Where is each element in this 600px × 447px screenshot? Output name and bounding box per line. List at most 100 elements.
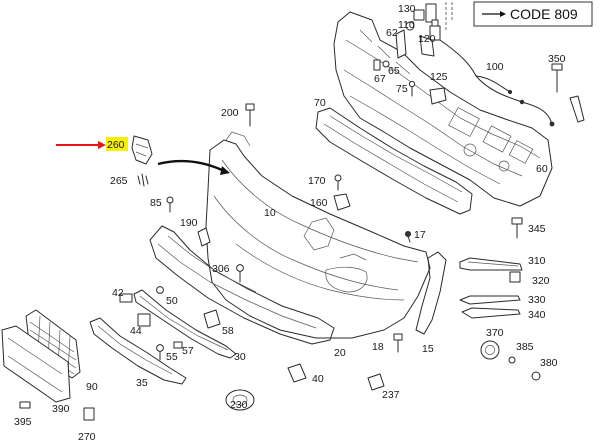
- callout-380: 380: [540, 357, 558, 369]
- part-10-bumper-cover: [205, 131, 431, 339]
- callout-265: 265: [110, 175, 128, 187]
- callout-340: 340: [528, 309, 546, 321]
- callout-170: 170: [308, 175, 326, 187]
- callout-120: 120: [418, 33, 436, 45]
- part-330-strip: [459, 295, 521, 305]
- part-20-lower-spoiler: [149, 225, 335, 345]
- part-200-screw: [245, 103, 255, 127]
- part-320-clip: [509, 271, 521, 283]
- part-44-nut: [137, 313, 151, 327]
- callout-345: 345: [528, 223, 546, 235]
- part-70-impact-bar: [315, 107, 473, 215]
- part-62-bracket: [395, 29, 407, 59]
- pointer-to-bumper: [157, 159, 223, 172]
- callout-320: 320: [532, 275, 550, 287]
- callout-labels: 130 110 62 120 65 125 67 75 100 350 70 6…: [14, 3, 566, 443]
- part-58-holder: [203, 309, 221, 329]
- callout-57: 57: [182, 345, 194, 357]
- code-label: CODE 809: [510, 6, 578, 22]
- callout-310: 310: [528, 255, 546, 267]
- part-160-clip: [333, 193, 351, 211]
- part-110-sensor: [429, 19, 441, 41]
- part-270-clip: [83, 407, 95, 421]
- callout-100: 100: [486, 61, 504, 73]
- code-809-box: CODE 809: [473, 1, 593, 27]
- part-50-plug: [156, 286, 164, 294]
- callout-306: 306: [212, 263, 230, 275]
- callout-40: 40: [312, 373, 324, 385]
- callout-70: 70: [314, 97, 326, 109]
- part-85-bolt: [166, 196, 174, 213]
- part-380-holder: [531, 371, 541, 381]
- part-395-bolt: [19, 401, 31, 409]
- part-190-bracket: [197, 227, 211, 247]
- callout-125: 125: [430, 71, 448, 83]
- part-65-clip: [373, 59, 381, 71]
- part-55-screw: [156, 344, 164, 361]
- part-35-lower-frame: [89, 317, 187, 385]
- callout-370: 370: [486, 327, 504, 339]
- callout-390: 390: [52, 403, 70, 415]
- part-260-bracket: [56, 135, 153, 165]
- callout-385: 385: [516, 341, 534, 353]
- part-60-carrier: [333, 11, 553, 207]
- callout-10: 10: [264, 207, 276, 219]
- part-306-screw: [236, 264, 244, 283]
- callout-67: 67: [374, 73, 386, 85]
- callout-270: 270: [78, 431, 96, 443]
- callout-42: 42: [112, 287, 124, 299]
- part-18-screw: [393, 333, 403, 353]
- part-120-sensor-holder: [419, 35, 435, 57]
- part-75-screw: [408, 80, 416, 97]
- part-340-strip: [461, 307, 521, 319]
- part-15-side-strip: [415, 251, 447, 335]
- part-345-fastener: [511, 217, 523, 239]
- callout-237: 237: [382, 389, 400, 401]
- part-90-plate: [1, 325, 71, 403]
- callout-55: 55: [166, 351, 178, 363]
- code-region-marker: [445, 2, 453, 30]
- callout-30: 30: [234, 351, 246, 363]
- callout-15: 15: [422, 343, 434, 355]
- callout-260: 260: [107, 139, 125, 151]
- callout-62: 62: [386, 27, 398, 39]
- callout-65: 65: [388, 65, 400, 77]
- callout-60: 60: [536, 163, 548, 175]
- callout-20: 20: [334, 347, 346, 359]
- callout-160: 160: [310, 197, 328, 209]
- callout-75: 75: [396, 83, 408, 95]
- part-130-sensor: [405, 3, 437, 31]
- callout-44: 44: [130, 325, 142, 337]
- part-385-nut: [508, 356, 516, 364]
- part-67-screw: [382, 60, 390, 68]
- callout-110: 110: [398, 19, 415, 31]
- part-125-sensor: [429, 87, 447, 105]
- part-370-foglight: [480, 340, 500, 360]
- callout-330: 330: [528, 294, 546, 306]
- callout-190: 190: [180, 217, 198, 229]
- callout-58: 58: [222, 325, 234, 337]
- part-17-screw: [404, 230, 411, 243]
- part-30-trim-strip: [133, 289, 237, 359]
- callout-85: 85: [150, 197, 162, 209]
- part-310-strip: [459, 257, 523, 271]
- part-230-ring: [225, 389, 255, 411]
- callout-200: 200: [221, 107, 239, 119]
- callout-17: 17: [414, 229, 426, 241]
- part-40-bracket: [287, 363, 307, 383]
- callout-35: 35: [136, 377, 148, 389]
- part-265-clip: [137, 173, 149, 187]
- part-350-bolt: [551, 63, 563, 93]
- part-100-harness: [439, 39, 585, 127]
- part-57-clip: [173, 341, 183, 349]
- part-237-clip: [367, 373, 385, 391]
- callout-18: 18: [372, 341, 384, 353]
- part-42-clip: [119, 293, 133, 303]
- callout-130: 130: [398, 3, 416, 15]
- part-170-fastener: [334, 174, 342, 191]
- callout-230: 230: [230, 399, 248, 411]
- callout-90: 90: [86, 381, 98, 393]
- callout-50: 50: [166, 295, 178, 307]
- callout-350: 350: [548, 53, 566, 65]
